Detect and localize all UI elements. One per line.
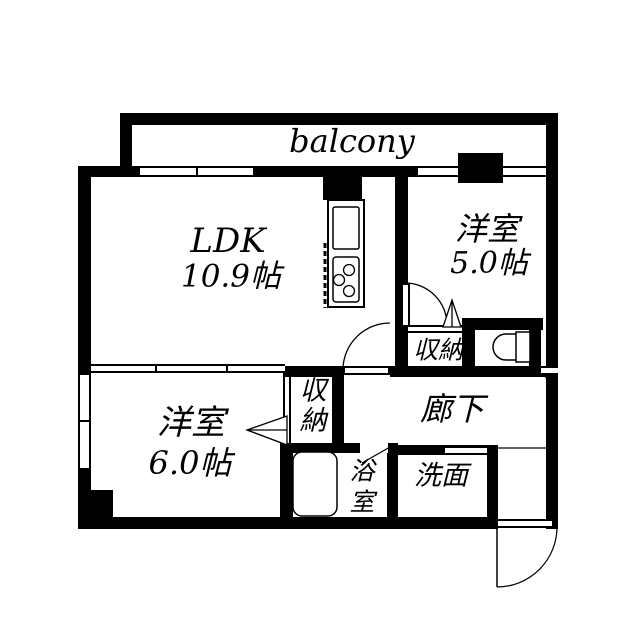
ldk-name: LDK bbox=[190, 221, 266, 261]
bath-door-gap bbox=[360, 443, 388, 453]
stove-burner bbox=[342, 263, 356, 277]
bedroom-right-window-right bbox=[503, 166, 546, 177]
entrance-door-arc bbox=[496, 526, 558, 588]
bathroom-label-char2: 室 bbox=[349, 487, 375, 517]
hallway-label: 廊下 bbox=[419, 390, 485, 428]
bedroom-right-door-leaf bbox=[401, 283, 410, 327]
toilet-bowl-icon bbox=[492, 333, 519, 361]
kitchen-wall-stub bbox=[323, 166, 362, 200]
washroom-top-wall bbox=[387, 445, 497, 455]
bedroom-right-door-arc bbox=[405, 282, 448, 326]
kitchen-counter bbox=[327, 199, 365, 308]
stove-burner bbox=[342, 284, 356, 298]
washroom-label: 洗面 bbox=[414, 460, 468, 492]
bedroom-right-size: 5.0帖 bbox=[450, 246, 528, 281]
closet-left-front-line bbox=[283, 377, 291, 443]
closet-left-label-char2: 納 bbox=[299, 405, 327, 437]
top-outer-wall bbox=[78, 166, 558, 177]
ldk-bedroom-left-partition bbox=[91, 364, 285, 373]
bath-left-wall bbox=[280, 443, 293, 529]
toilet-top-wall bbox=[462, 318, 543, 330]
bathroom-label-char1: 浴 bbox=[349, 456, 375, 486]
bedroom-left-name: 洋室 bbox=[157, 403, 225, 443]
toilet-left-wall bbox=[462, 318, 475, 377]
bedroom-right-name: 洋室 bbox=[454, 210, 520, 248]
bedroom-right-window-left bbox=[418, 166, 458, 177]
pillar-bottom-left bbox=[80, 490, 113, 520]
toilet-right-wall bbox=[529, 318, 541, 377]
bedroom-left-size: 6.0帖 bbox=[148, 444, 232, 482]
closet-left-folding-door bbox=[245, 415, 288, 446]
washroom-entry-wall bbox=[487, 445, 498, 529]
closet-left-label-char1: 収 bbox=[299, 375, 327, 407]
entrance-threshold bbox=[498, 519, 552, 528]
washroom-sliding-door bbox=[445, 446, 487, 455]
ldk-hall-door-leaf bbox=[343, 366, 390, 375]
right-outer-wall bbox=[546, 113, 558, 529]
left-outer-wall-upper bbox=[78, 166, 91, 375]
balcony-top-wall bbox=[120, 113, 558, 125]
window-tick bbox=[196, 166, 198, 177]
window-tick bbox=[155, 364, 157, 373]
bottom-outer-wall-stub bbox=[552, 517, 558, 529]
closet-right-front-line bbox=[408, 325, 462, 333]
hall-strip-wall-left bbox=[283, 366, 344, 377]
bath-washroom-wall bbox=[387, 445, 398, 529]
closet-right-label: 収納 bbox=[412, 335, 464, 365]
stove-burner bbox=[332, 273, 346, 287]
balcony-label: balcony bbox=[289, 122, 415, 160]
balcony-left-wall bbox=[120, 113, 132, 168]
window-tick bbox=[226, 364, 228, 373]
toilet-tank-icon bbox=[515, 331, 531, 363]
ldk-size: 10.9帖 bbox=[180, 258, 282, 295]
kitchen-sink bbox=[332, 206, 360, 250]
ldk-door-arc bbox=[342, 322, 391, 369]
bath-top-wall-a bbox=[283, 443, 362, 453]
meter-box-door bbox=[541, 366, 558, 375]
bathtub-icon bbox=[292, 451, 338, 517]
kitchen-stove bbox=[332, 256, 360, 303]
closet-right-folding-door bbox=[442, 297, 462, 328]
pillar-top-right bbox=[458, 153, 503, 183]
ldk-bedroom-right-wall bbox=[395, 166, 408, 377]
window-tick bbox=[78, 420, 91, 422]
closet-left-cell-right-wall bbox=[332, 368, 344, 453]
